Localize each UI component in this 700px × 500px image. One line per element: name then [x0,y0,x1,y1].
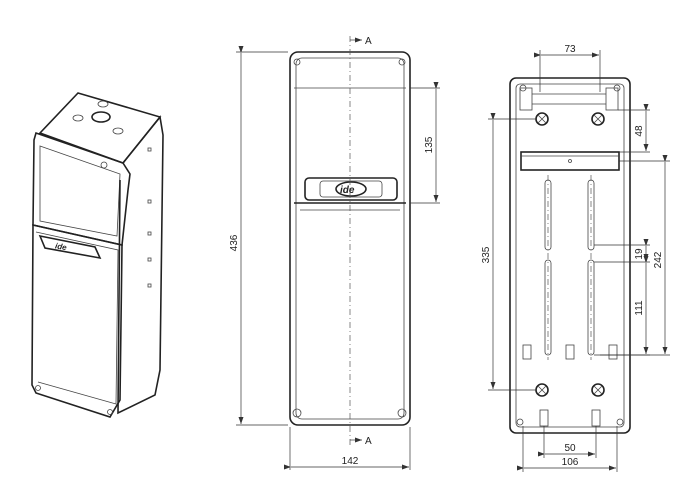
section-marker-bottom: A [365,436,372,447]
dim-back-top-offset: 48 [634,125,645,137]
dim-front-width: 142 [342,456,359,467]
dim-back-top-width: 73 [564,44,576,55]
logo-label-3d: ide [54,241,67,252]
front-view: ide A A 436 135 142 [229,36,440,470]
dim-back-rail-height: 242 [653,251,664,268]
dim-back-slot-gap: 19 [634,248,645,260]
section-marker-top: A [365,36,372,47]
logo-label-front: ide [340,185,355,196]
dim-front-height: 436 [229,234,240,251]
dim-back-slot-len: 111 [634,300,645,316]
dim-back-bottom-width: 106 [562,457,579,468]
dim-back-bottom-inner: 50 [564,443,576,454]
back-view: 73 48 335 242 19 111 50 106 [481,44,670,472]
isometric-view: ide [31,92,164,418]
dim-back-height: 335 [481,246,492,263]
dim-front-upper: 135 [424,136,435,153]
